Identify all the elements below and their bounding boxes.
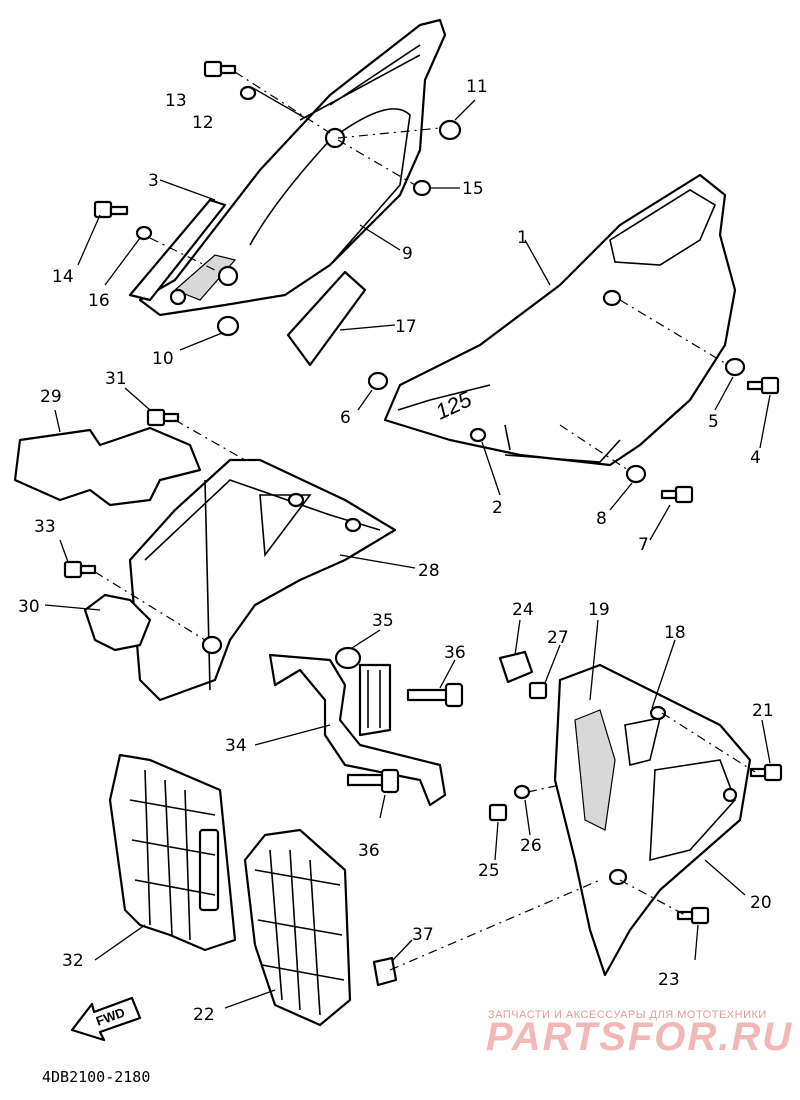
callout-18: 18 — [664, 623, 686, 643]
bolt-23-part — [676, 906, 710, 925]
callout-23: 23 — [658, 970, 680, 990]
callout-25: 25 — [478, 861, 500, 881]
callout-1: 1 — [517, 228, 528, 248]
callout-33: 33 — [34, 517, 56, 537]
bolt-13-part — [203, 60, 237, 78]
callout-22: 22 — [193, 1005, 215, 1025]
callout-14: 14 — [52, 267, 74, 287]
callout-labels: 1 2 3 4 5 6 7 8 9 10 11 12 13 14 15 16 1… — [18, 77, 774, 1025]
washer-12-part — [239, 85, 257, 101]
callout-15: 15 — [462, 179, 484, 199]
callout-13: 13 — [165, 91, 187, 111]
callout-36-upper: 36 — [444, 643, 466, 663]
collar-15-part — [412, 179, 432, 197]
watermark-brand: PARTSFOR.RU — [486, 1015, 793, 1059]
callout-11: 11 — [466, 77, 488, 97]
bolt-14-part — [93, 200, 129, 219]
callout-21: 21 — [752, 701, 774, 721]
callout-35: 35 — [372, 611, 394, 631]
callout-36-lower: 36 — [358, 841, 380, 861]
bolt-31-part — [146, 408, 180, 427]
callout-28: 28 — [418, 561, 440, 581]
callout-30: 30 — [18, 597, 40, 617]
callout-32: 32 — [62, 951, 84, 971]
collar-8-part — [625, 464, 647, 484]
callout-6: 6 — [340, 408, 351, 428]
callout-2: 2 — [492, 498, 503, 518]
bolt-25-part — [488, 803, 508, 822]
left-side-cover-part — [138, 18, 447, 317]
callout-24: 24 — [512, 600, 534, 620]
callout-20: 20 — [750, 893, 772, 913]
leader-lines — [44, 71, 771, 1009]
callout-10: 10 — [152, 349, 174, 369]
bolt-4-part — [746, 376, 780, 395]
diagram-code: 4DB2100-2180 — [42, 1068, 150, 1086]
air-scoop-right-part — [553, 663, 752, 977]
bolt-7-part — [660, 485, 694, 504]
callout-26: 26 — [520, 836, 542, 856]
callout-27: 27 — [547, 628, 569, 648]
callout-9: 9 — [402, 244, 413, 264]
callout-5: 5 — [708, 412, 719, 432]
grommet-10-part — [216, 315, 240, 337]
graphic-29-part — [13, 426, 202, 507]
callout-17: 17 — [395, 317, 417, 337]
collar-5-part — [724, 357, 746, 377]
fwd-arrow-icon: FWD — [70, 996, 142, 1042]
grommet-6-part — [367, 371, 389, 391]
callout-37: 37 — [412, 925, 434, 945]
callout-12: 12 — [192, 113, 214, 133]
graphic-30-part — [83, 593, 152, 652]
callout-8: 8 — [596, 509, 607, 529]
callout-29: 29 — [40, 387, 62, 407]
radiator-louver-left-part — [108, 753, 237, 952]
seal-strip-part — [128, 198, 227, 302]
radiator-louver-right-part — [243, 828, 352, 1027]
bolt-33-part — [63, 560, 97, 579]
bolt-27-part — [528, 681, 548, 700]
callout-3: 3 — [148, 171, 159, 191]
callout-16: 16 — [88, 291, 110, 311]
callout-7: 7 — [638, 535, 649, 555]
callout-19: 19 — [588, 600, 610, 620]
clip-37-part — [372, 956, 398, 987]
washer-26-part — [513, 784, 531, 800]
clip-24-part — [498, 650, 534, 684]
collar-35-part — [334, 646, 362, 670]
bolt-21-part — [749, 763, 783, 782]
bolt-36-upper-part — [406, 682, 464, 708]
pad-part — [286, 270, 367, 367]
callout-31: 31 — [105, 369, 127, 389]
callout-4: 4 — [750, 448, 761, 468]
callout-34: 34 — [225, 736, 247, 756]
bolt-36-lower-part — [346, 768, 400, 794]
air-scoop-part — [128, 458, 397, 702]
bracket-34-part — [268, 653, 447, 807]
right-side-cover-part: 125 — [383, 173, 737, 467]
grommet-11-part — [438, 119, 462, 141]
watermark-tagline: ЗАПЧАСТИ И АКСЕССУАРЫ ДЛЯ МОТОТЕХНИКИ — [488, 1009, 767, 1021]
washer-16-part — [135, 225, 153, 241]
